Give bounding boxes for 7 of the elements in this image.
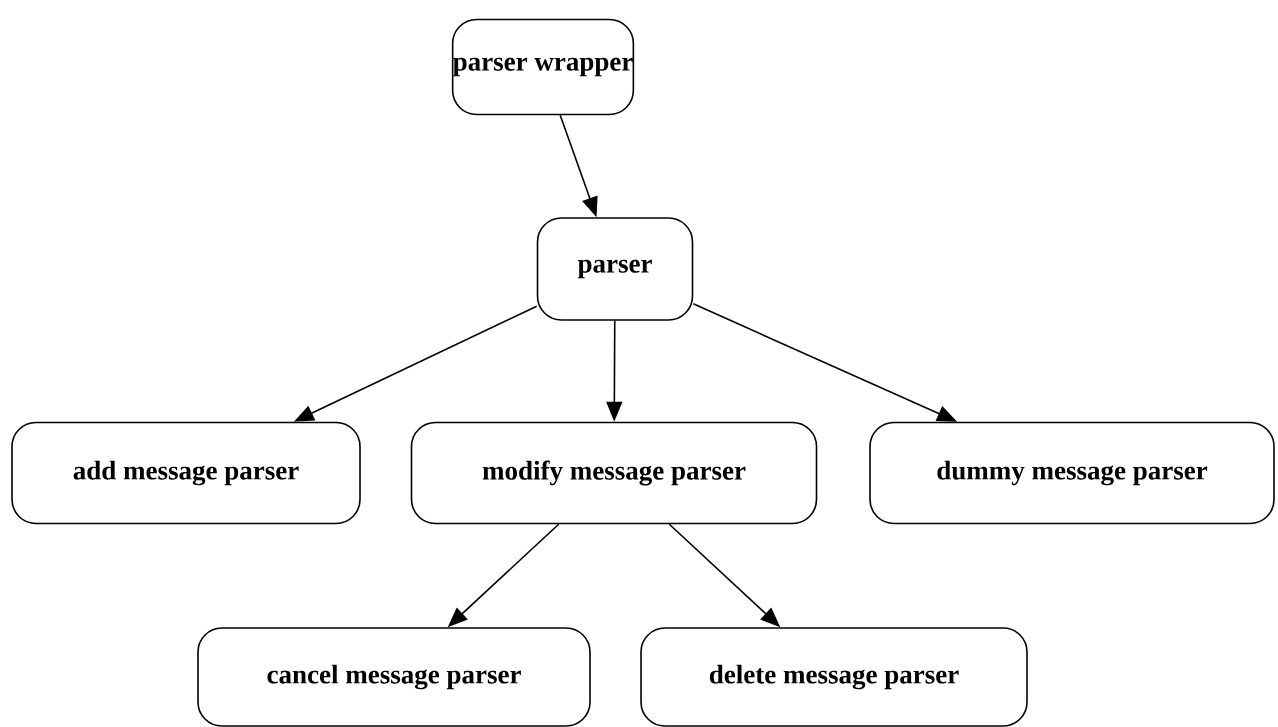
process-box: add message parser	[11, 421, 361, 525]
process-box: modify message parser	[410, 421, 818, 525]
process-box: dummy message parser	[869, 421, 1275, 525]
process-box: delete message parser	[640, 627, 1028, 727]
process-box: cancel message parser	[197, 627, 591, 727]
process-box: parser	[536, 217, 694, 321]
process-box: parser wrapper	[451, 18, 635, 116]
